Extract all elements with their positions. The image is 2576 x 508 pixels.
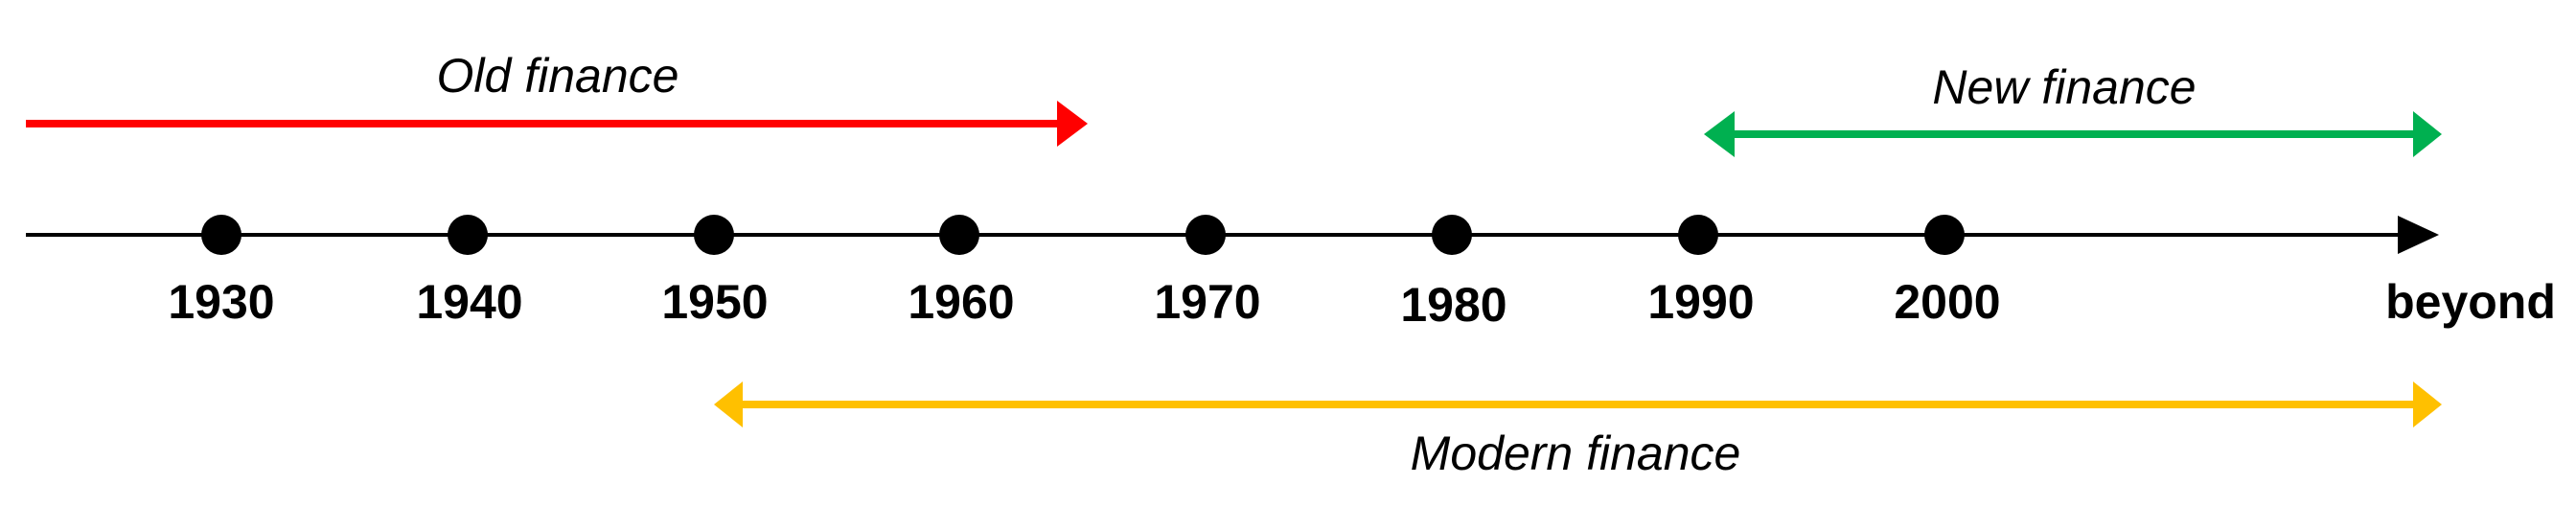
modern-finance-arrowhead-left [714, 381, 743, 427]
tick-dot-1950 [694, 215, 734, 255]
tick-dot-1980 [1432, 215, 1472, 255]
new-finance-arrowhead-left [1704, 111, 1735, 157]
tick-label-1980: 1980 [1400, 278, 1506, 332]
new-finance-label: New finance [1932, 60, 2196, 114]
tick-label-1940: 1940 [416, 275, 522, 329]
tick-dot-1960 [939, 215, 979, 255]
tick-dot-1970 [1185, 215, 1226, 255]
old-finance-arrowhead-right [1057, 101, 1088, 147]
modern-finance-era: Modern finance [714, 381, 2442, 480]
tick-label-2000: 2000 [1894, 275, 2000, 329]
tick-dot-1930 [201, 215, 242, 255]
new-finance-arrowhead-right [2413, 111, 2442, 157]
old-finance-era: Old finance [26, 49, 1088, 147]
tick-label-1960: 1960 [908, 275, 1014, 329]
modern-finance-arrowhead-right [2413, 381, 2442, 427]
tick-label-1950: 1950 [661, 275, 768, 329]
timeline-ticks [201, 215, 1965, 255]
tick-dot-2000 [1924, 215, 1965, 255]
tick-label-1970: 1970 [1154, 275, 1260, 329]
tick-label-1990: 1990 [1647, 275, 1754, 329]
tick-dot-1940 [448, 215, 488, 255]
old-finance-label: Old finance [437, 49, 679, 103]
new-finance-era: New finance [1704, 60, 2442, 157]
tick-label-1930: 1930 [168, 275, 274, 329]
tick-label-beyond: beyond [2385, 275, 2556, 329]
tick-dot-1990 [1678, 215, 1718, 255]
timeline-tick-labels: 1930 1940 1950 1960 1970 1980 1990 2000 … [168, 275, 2556, 332]
timeline-arrowhead [2398, 216, 2439, 254]
timeline-axis [26, 216, 2439, 254]
modern-finance-label: Modern finance [1411, 427, 1741, 480]
